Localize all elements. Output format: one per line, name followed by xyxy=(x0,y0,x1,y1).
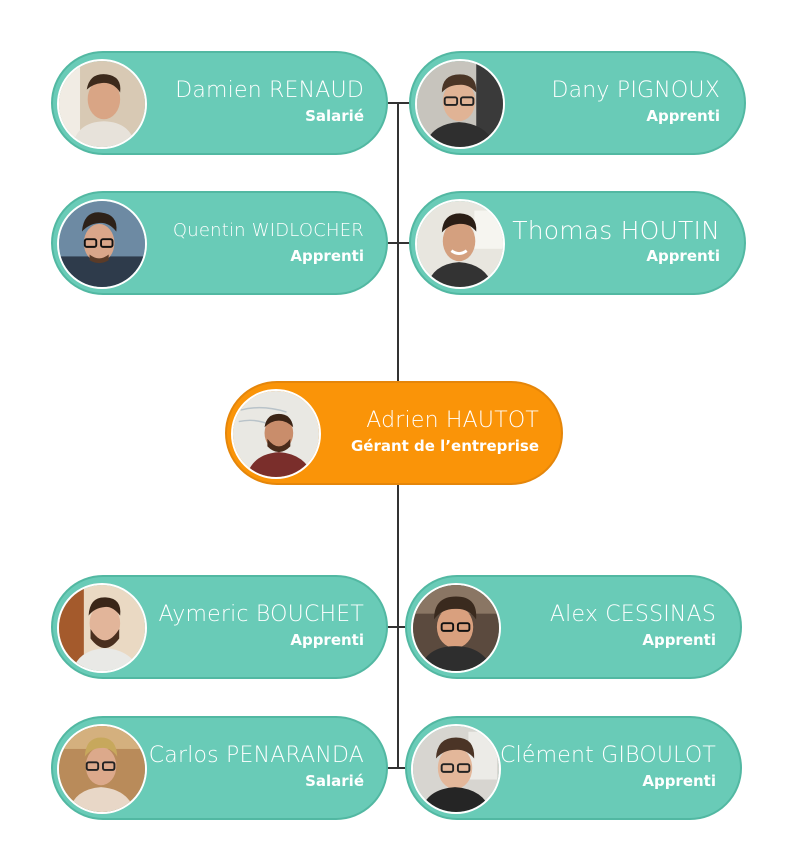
photo-avatar xyxy=(411,724,501,814)
photo-avatar xyxy=(415,199,505,289)
photo-avatar xyxy=(57,583,147,673)
manager-role: Gérant de l’entreprise xyxy=(350,437,539,455)
employee-role: Apprenti xyxy=(290,631,364,649)
employee-card-damien[interactable]: Damien RENAUD Salarié xyxy=(51,51,388,155)
trunk-top-line xyxy=(397,103,399,386)
employee-name: Dany PIGNOUX xyxy=(551,78,720,103)
branch-line-row2 xyxy=(386,242,412,244)
employee-name: Damien RENAUD xyxy=(175,78,364,103)
photo-avatar xyxy=(57,59,147,149)
photo-avatar xyxy=(231,389,321,479)
manager-name: Adrien HAUTOT xyxy=(366,408,539,433)
employee-name: Carlos PENARANDA xyxy=(148,743,364,768)
photo-avatar xyxy=(411,583,501,673)
employee-card-carlos[interactable]: Carlos PENARANDA Salarié xyxy=(51,716,388,820)
employee-card-dany[interactable]: Dany PIGNOUX Apprenti xyxy=(409,51,746,155)
employee-name: Alex CESSINAS xyxy=(549,602,716,627)
employee-role: Apprenti xyxy=(646,107,720,125)
employee-name: Quentin WIDLOCHER xyxy=(172,220,364,241)
branch-line-row1 xyxy=(386,102,412,104)
employee-name: Thomas HOUTIN xyxy=(512,216,720,245)
photo-avatar xyxy=(57,199,147,289)
branch-line-row3 xyxy=(386,626,408,628)
employee-role: Salarié xyxy=(305,772,364,790)
employee-card-aymeric[interactable]: Aymeric BOUCHET Apprenti xyxy=(51,575,388,679)
employee-name: Clément GIBOULOT xyxy=(500,743,716,768)
trunk-bottom-line xyxy=(397,482,399,768)
photo-avatar xyxy=(415,59,505,149)
employee-card-thomas[interactable]: Thomas HOUTIN Apprenti xyxy=(409,191,746,295)
branch-line-row4 xyxy=(386,767,408,769)
employee-role: Apprenti xyxy=(646,247,720,265)
employee-role: Apprenti xyxy=(290,247,364,265)
employee-role: Salarié xyxy=(305,107,364,125)
manager-card-adrien[interactable]: Adrien HAUTOT Gérant de l’entreprise xyxy=(225,381,563,485)
employee-role: Apprenti xyxy=(642,772,716,790)
photo-avatar xyxy=(57,724,147,814)
employee-role: Apprenti xyxy=(642,631,716,649)
employee-card-clement[interactable]: Clément GIBOULOT Apprenti xyxy=(405,716,742,820)
employee-card-alex[interactable]: Alex CESSINAS Apprenti xyxy=(405,575,742,679)
employee-name: Aymeric BOUCHET xyxy=(158,602,364,627)
employee-card-quentin[interactable]: Quentin WIDLOCHER Apprenti xyxy=(51,191,388,295)
